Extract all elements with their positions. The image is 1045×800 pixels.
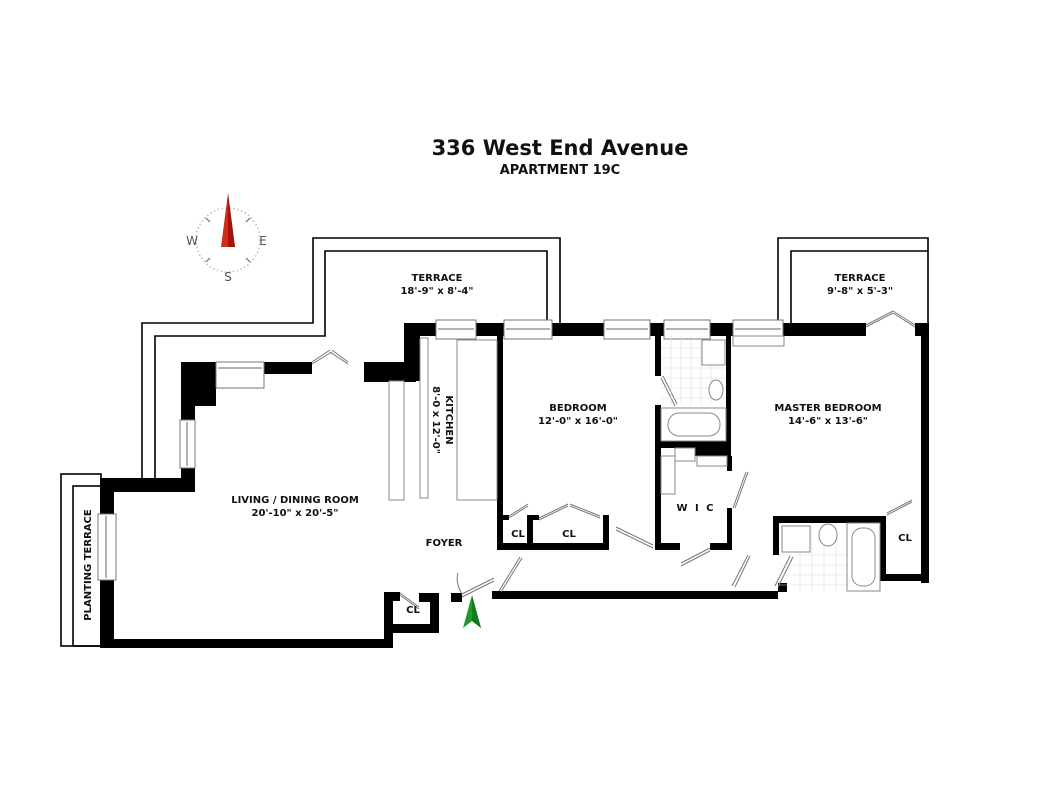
compass-east-label: E <box>259 234 267 248</box>
master-bathroom <box>779 522 881 592</box>
room-name: TERRACE <box>412 273 463 284</box>
planting-terrace-outline <box>60 473 102 647</box>
windows <box>97 319 785 581</box>
room-bedroom: BEDROOM 12'-0" x 16'-0" <box>538 403 618 427</box>
room-terrace-main: TERRACE 18'-9" x 8'-4" <box>400 273 473 297</box>
closet-label: CL <box>406 605 420 616</box>
room-terrace-small: TERRACE 9'-8" x 5'-3" <box>827 273 893 297</box>
sink-icon <box>781 525 811 553</box>
toilet-icon <box>818 523 838 547</box>
room-wic: W I C <box>676 503 715 514</box>
room-dims: 14'-6" x 13'-6" <box>788 416 868 427</box>
compass-west-label: W <box>186 234 198 248</box>
wic-shelves <box>660 447 728 495</box>
page-title: 336 West End Avenue <box>432 136 689 160</box>
doors <box>311 310 916 610</box>
room-name: LIVING / DINING ROOM <box>231 495 359 506</box>
sink-icon <box>701 339 726 366</box>
closet-label: CL <box>898 533 912 544</box>
kitchen-fixtures: DW REF <box>388 337 498 501</box>
room-name: MASTER BEDROOM <box>774 403 881 414</box>
room-name: KITCHEN <box>443 395 454 444</box>
kitchen-island <box>388 380 405 501</box>
closet-label: CL <box>562 529 576 540</box>
room-kitchen: KITCHEN 8'-0 x 12'-0" <box>430 386 454 454</box>
room-dims: 12'-0" x 16'-0" <box>538 416 618 427</box>
bathroom-1 <box>660 336 727 442</box>
closet-label: CL <box>511 529 525 540</box>
room-foyer: FOYER <box>426 538 463 549</box>
toilet-icon <box>708 379 724 401</box>
page-subtitle: APARTMENT 19C <box>500 163 620 178</box>
room-master-bedroom: MASTER BEDROOM 14'-6" x 13'-6" <box>774 403 881 427</box>
compass-south-label: S <box>224 270 232 284</box>
room-planting-terrace: PLANTING TERRACE <box>83 509 94 621</box>
terrace-main-outline <box>141 237 561 478</box>
room-name: BEDROOM <box>549 403 606 414</box>
room-dims: 9'-8" x 5'-3" <box>827 286 893 297</box>
room-dims: 20'-10" x 20'-5" <box>252 508 339 519</box>
compass-icon: W E S <box>186 193 267 284</box>
walls <box>100 323 929 648</box>
room-dims: 8'-0 x 12'-0" <box>430 386 441 454</box>
terrace-small-outline <box>777 237 929 325</box>
room-name: TERRACE <box>835 273 886 284</box>
room-living-dining: LIVING / DINING ROOM 20'-10" x 20'-5" <box>231 495 359 519</box>
room-dims: 18'-9" x 8'-4" <box>400 286 473 297</box>
